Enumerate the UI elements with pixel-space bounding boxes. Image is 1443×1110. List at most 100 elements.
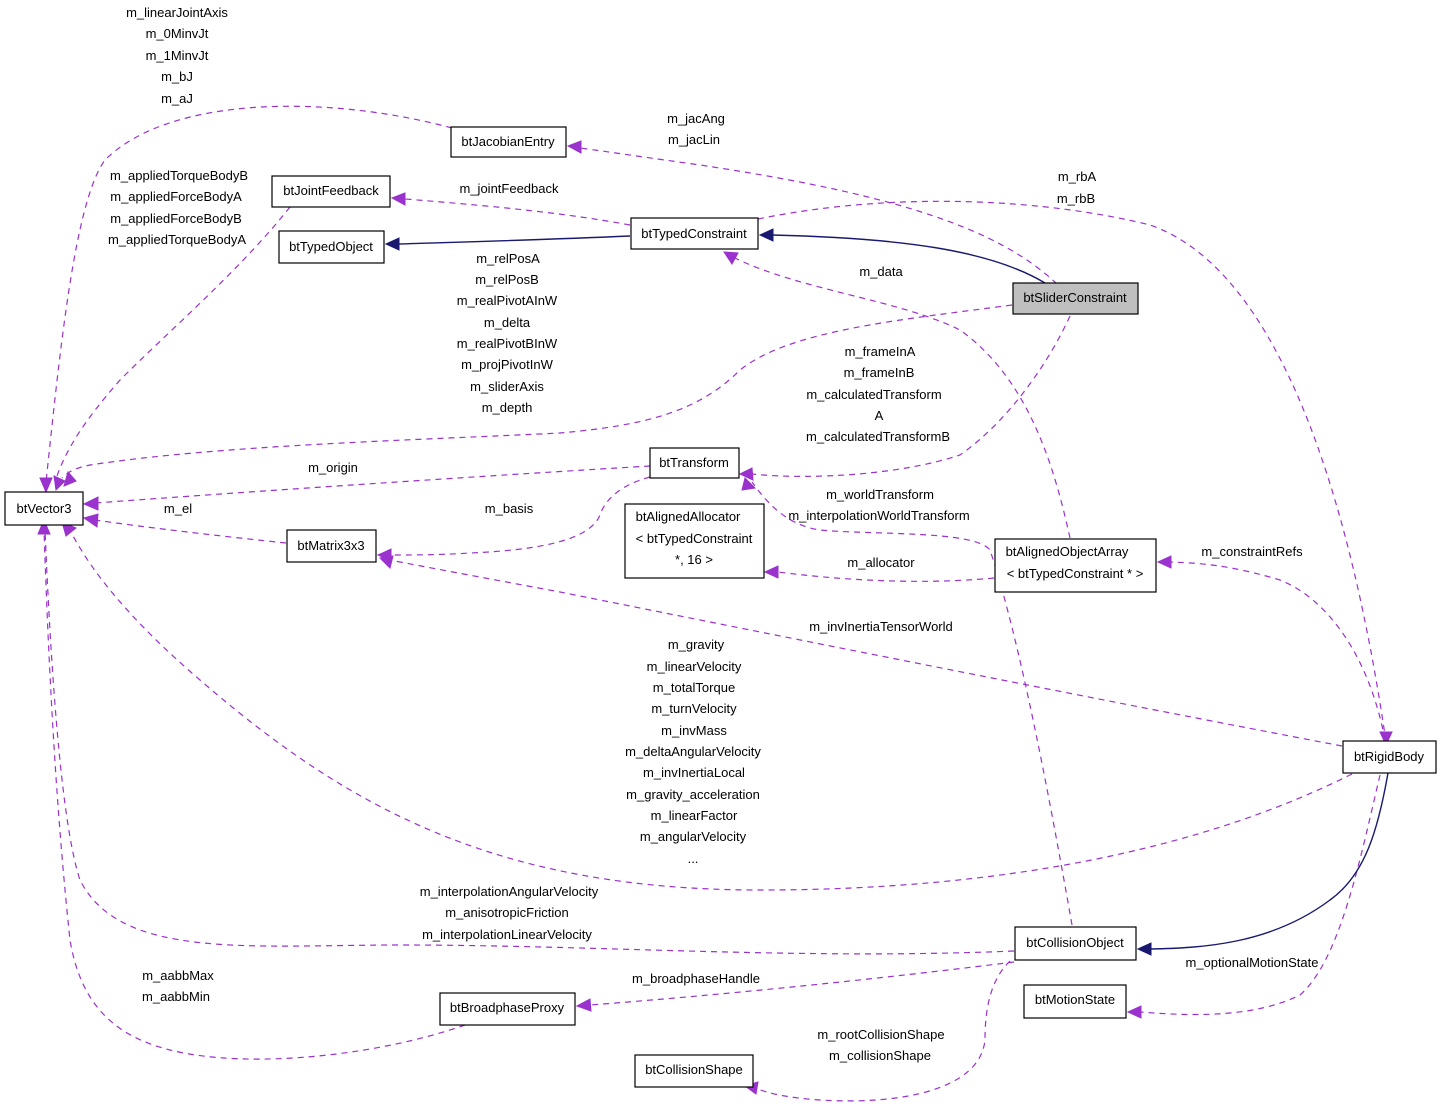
edge-collision-to-shape (754, 960, 1011, 1102)
node-bttypedconstraint[interactable]: btTypedConstraint (630, 217, 759, 250)
node-bttypedconstraint-label: btTypedConstraint (641, 226, 747, 241)
label-slider-axis: m_sliderAxis (470, 379, 544, 394)
node-btrigidbody[interactable]: btRigidBody (1342, 740, 1437, 774)
label-rel-pos-a: m_relPosA (476, 251, 540, 266)
label-collision-shape: m_collisionShape (829, 1048, 931, 1063)
label-inv-mass: m_invMass (661, 723, 727, 738)
label-jac-ang: m_jacAng (667, 111, 725, 126)
node-bttransform-label: btTransform (659, 455, 729, 470)
node-btsliderconstraint-label: btSliderConstraint (1023, 290, 1127, 305)
node-btvector3-label: btVector3 (17, 501, 72, 516)
edge-typed-to-rigidbody (757, 200, 1386, 736)
node-btmatrix3x3[interactable]: btMatrix3x3 (286, 529, 377, 563)
node-btalignedallocator-line3: *, 16 > (675, 552, 713, 567)
edge-rigidbody-inherits-collision (1149, 772, 1389, 950)
nodes: btVector3 btJacobianEntry btJointFeedbac… (4, 126, 1437, 1088)
arrowhead-motionstate (1126, 1005, 1142, 1019)
node-btalignedobjectarray-line2: < btTypedConstraint * > (1007, 566, 1144, 581)
edge-labels: m_linearJointAxis m_0MinvJt m_1MinvJt m_… (108, 5, 1319, 1063)
node-btcollisionshape-label: btCollisionShape (645, 1062, 743, 1077)
label-calculated-transform-a-suffix: A (875, 408, 884, 423)
arrowhead-jacobian (566, 140, 582, 154)
label-joint-feedback: m_jointFeedback (460, 181, 559, 196)
label-total-torque: m_totalTorque (653, 680, 735, 695)
node-btsliderconstraint[interactable]: btSliderConstraint (1012, 282, 1139, 315)
node-btvector3[interactable]: btVector3 (4, 491, 84, 526)
arrowhead-collisionobject (1136, 942, 1152, 956)
edge-collision-to-transform (751, 481, 1073, 926)
label-world-transform: m_worldTransform (826, 487, 934, 502)
arrowhead-vector3-c (63, 470, 77, 487)
node-btmatrix3x3-label: btMatrix3x3 (297, 538, 364, 553)
label-applied-force-body-a: m_appliedForceBodyA (110, 189, 242, 204)
usage-edges (43, 105, 1386, 1102)
label-data: m_data (859, 264, 903, 279)
label-allocator: m_allocator (847, 555, 915, 570)
arrowhead-typedconstraint (758, 228, 774, 242)
label-basis: m_basis (485, 501, 534, 516)
node-btalignedallocator-line1: btAlignedAllocator (636, 509, 741, 524)
arrowhead-vector3-d (82, 496, 99, 511)
node-btjacobianentry-label: btJacobianEntry (461, 134, 555, 149)
label-applied-force-body-b: m_appliedForceBodyB (110, 211, 242, 226)
node-btjacobianentry[interactable]: btJacobianEntry (450, 126, 567, 158)
label-root-collision-shape: m_rootCollisionShape (817, 1027, 944, 1042)
label-delta: m_delta (484, 315, 531, 330)
arrowhead-transform-b (741, 477, 757, 491)
label-constraint-refs: m_constraintRefs (1201, 544, 1303, 559)
edge-typed-to-jointfeedback (404, 198, 631, 226)
label-calculated-transform-b: m_calculatedTransformB (806, 429, 950, 444)
node-btcollisionshape[interactable]: btCollisionShape (634, 1054, 754, 1088)
arrowhead-allocator (763, 565, 779, 579)
node-btcollisionobject-label: btCollisionObject (1026, 935, 1124, 950)
arrowhead-transform-a (738, 467, 754, 481)
arrowhead-broadphase (575, 998, 592, 1012)
node-btjointfeedback[interactable]: btJointFeedback (271, 175, 391, 208)
arrowhead-vector3-a (39, 477, 53, 494)
arrowhead-vector3-b (53, 475, 66, 492)
label-gravity-acceleration: m_gravity_acceleration (626, 787, 760, 802)
arrowhead-typed-data (723, 251, 739, 265)
node-btalignedallocator[interactable]: btAlignedAllocator < btTypedConstraint *… (624, 503, 765, 579)
label-interpolation-linear-velocity: m_interpolationLinearVelocity (422, 927, 592, 942)
label-0-minv-jt: m_0MinvJt (146, 26, 209, 41)
label-depth: m_depth (482, 400, 533, 415)
label-inv-inertia-tensor-world: m_invInertiaTensorWorld (809, 619, 953, 634)
arrowhead-array (1156, 555, 1172, 569)
edge-matrix-to-vector3 (94, 519, 287, 544)
node-btcollisionobject[interactable]: btCollisionObject (1014, 926, 1137, 961)
node-btmotionstate[interactable]: btMotionState (1023, 984, 1127, 1019)
label-el: m_el (164, 501, 192, 516)
label-frame-in-b: m_frameInB (844, 365, 915, 380)
edge-rigidbody-to-vector3 (69, 529, 1353, 891)
label-inv-inertia-local: m_invInertiaLocal (643, 765, 745, 780)
label-angular-velocity: m_angularVelocity (640, 829, 747, 844)
node-btbroadphaseproxy[interactable]: btBroadphaseProxy (439, 992, 576, 1026)
label-jac-lin: m_jacLin (668, 132, 720, 147)
edge-slider-to-vector3 (61, 304, 1013, 479)
label-real-pivot-b-in-w: m_realPivotBInW (457, 336, 558, 351)
node-bttypedobject[interactable]: btTypedObject (278, 230, 385, 264)
label-proj-pivot-in-w: m_projPivotInW (461, 357, 553, 372)
label-aj: m_aJ (161, 91, 193, 106)
label-calculated-transform: m_calculatedTransform (806, 387, 941, 402)
label-more-ellipsis: ... (688, 851, 699, 866)
label-1-minv-jt: m_1MinvJt (146, 48, 209, 63)
label-linear-velocity: m_linearVelocity (647, 659, 742, 674)
label-anisotropic-friction: m_anisotropicFriction (445, 905, 569, 920)
label-frame-in-a: m_frameInA (845, 344, 916, 359)
edge-collision-to-broadphase (589, 961, 1015, 1006)
node-btmotionstate-label: btMotionState (1035, 992, 1115, 1007)
edge-jointfeedback-to-vector3 (54, 206, 291, 483)
label-optional-motion-state: m_optionalMotionState (1186, 955, 1319, 970)
node-btalignedobjectarray[interactable]: btAlignedObjectArray < btTypedConstraint… (994, 538, 1157, 593)
arrowhead-vector3-g (37, 518, 51, 535)
label-interpolation-world-transform: m_interpolationWorldTransform (788, 508, 969, 523)
label-broadphase-handle: m_broadphaseHandle (632, 971, 760, 986)
edge-typed-inherits-typedobject (397, 235, 631, 245)
node-btalignedobjectarray-line1: btAlignedObjectArray (1006, 544, 1129, 559)
node-bttransform[interactable]: btTransform (649, 447, 740, 479)
label-delta-angular-velocity: m_deltaAngularVelocity (625, 744, 761, 759)
edge-collision-to-vector3 (44, 529, 1015, 955)
label-rb-b: m_rbB (1057, 191, 1095, 206)
